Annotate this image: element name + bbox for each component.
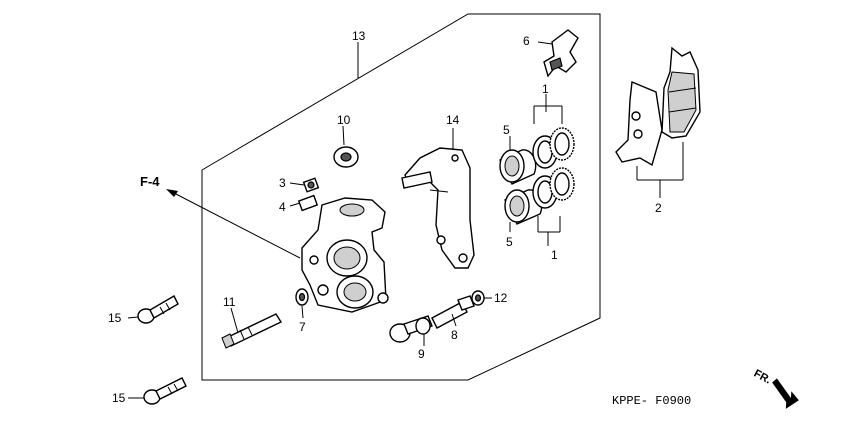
callout-10: 10 xyxy=(337,113,351,127)
ref-arrow xyxy=(166,189,301,259)
part-4-cap xyxy=(297,194,319,212)
part-2-pad-right xyxy=(661,46,701,139)
callout-6: 6 xyxy=(523,34,530,48)
callout-8: 8 xyxy=(451,328,458,342)
part-14-bracket xyxy=(401,147,475,269)
part-12-washer xyxy=(471,290,485,306)
callout-5-lower: 5 xyxy=(506,235,513,249)
callout-12: 12 xyxy=(494,291,508,305)
part-10-cap xyxy=(333,146,359,168)
part-5-piston-upper xyxy=(499,149,537,185)
part-1-seals-upper xyxy=(532,127,575,169)
part-2-pad-left xyxy=(615,80,663,167)
callout-15-lower: 15 xyxy=(112,391,126,405)
callout-1-lower: 1 xyxy=(551,248,558,262)
assembly-outline-13 xyxy=(201,13,601,381)
callout-1-upper: 1 xyxy=(542,82,549,96)
callout-3: 3 xyxy=(279,176,286,190)
callout-11: 11 xyxy=(223,295,236,309)
callout-14: 14 xyxy=(446,113,460,127)
part-15-bolt-lower xyxy=(143,377,187,405)
callout-2: 2 xyxy=(655,201,662,215)
callout-7: 7 xyxy=(299,320,306,334)
part-5-piston-lower xyxy=(504,189,543,225)
callout-13: 13 xyxy=(352,29,366,43)
direction-label: FR. xyxy=(752,368,773,387)
catalog-code: KPPE- F0900 xyxy=(612,394,691,408)
part-1-seals-lower xyxy=(532,167,575,209)
caliper-body xyxy=(301,197,389,313)
part-11-pin xyxy=(221,313,283,349)
part-3-bleeder xyxy=(302,177,320,193)
part-8-bolt xyxy=(431,295,475,329)
leader-lines xyxy=(127,41,684,399)
ref-label: F-4 xyxy=(140,174,160,189)
callout-9: 9 xyxy=(418,347,425,361)
part-9-sleeve xyxy=(389,315,433,343)
direction-arrow-icon xyxy=(772,378,799,409)
callout-15-upper: 15 xyxy=(108,311,122,325)
part-7-washer xyxy=(295,288,309,306)
callout-5-upper: 5 xyxy=(503,123,510,137)
part-6-spring xyxy=(543,29,579,78)
part-15-bolt-upper xyxy=(137,295,179,324)
callout-4: 4 xyxy=(279,200,286,214)
